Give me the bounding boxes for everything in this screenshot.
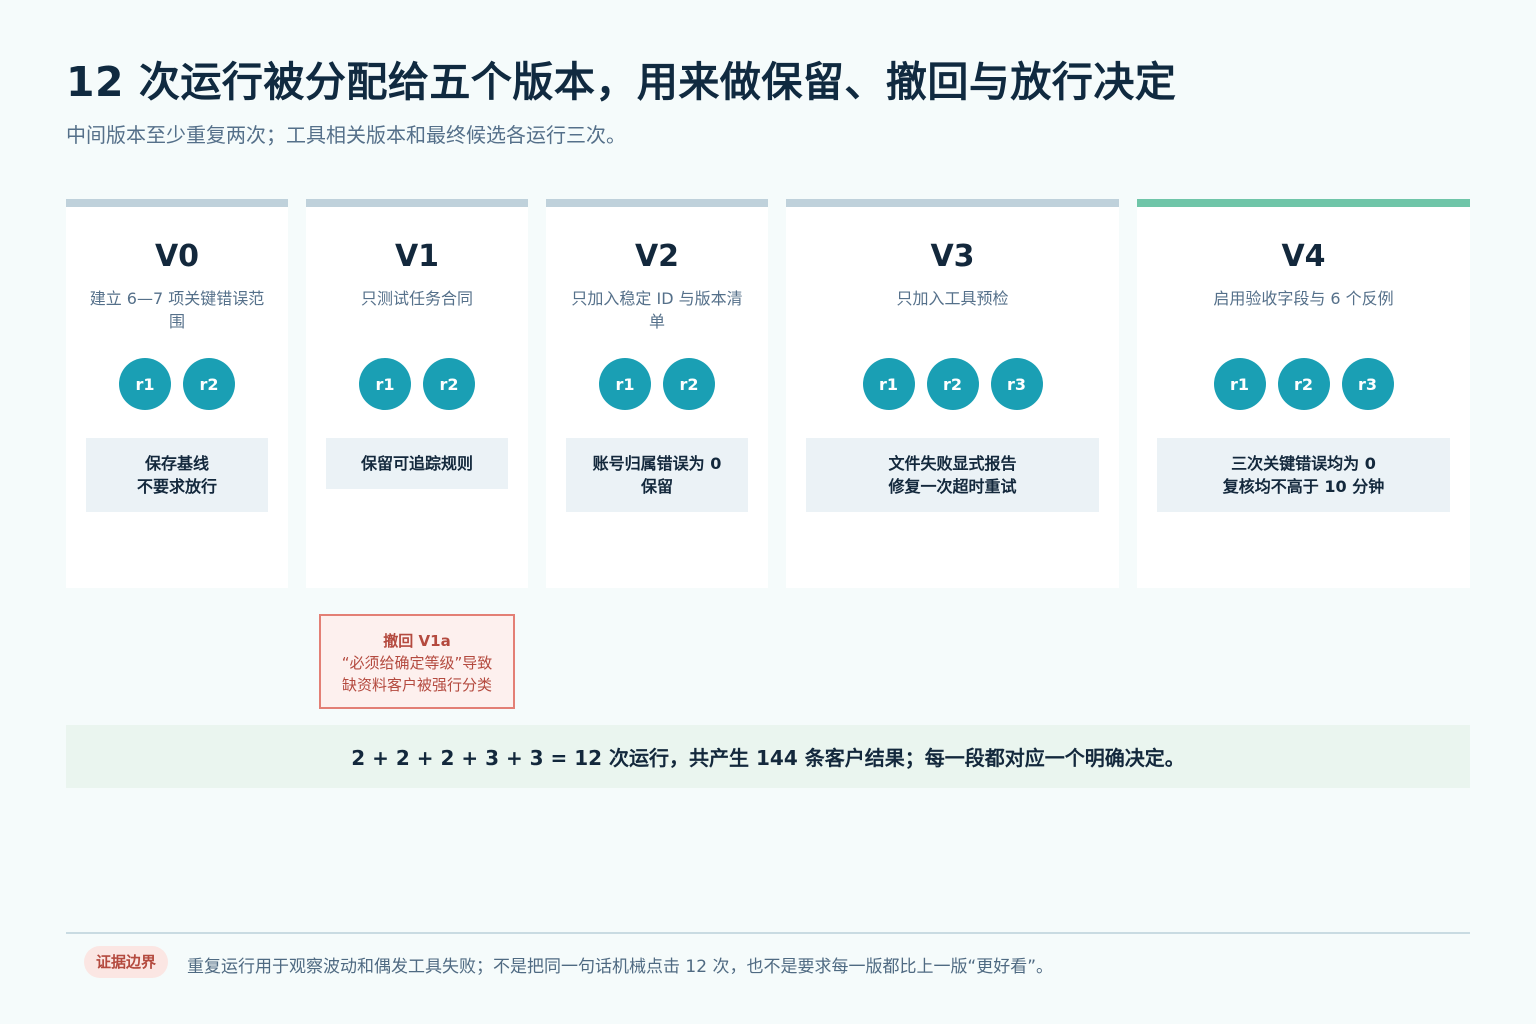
run-badge: r1 [599,358,651,410]
run-badge: r1 [1213,358,1266,410]
decision-line: 文件失败显式报告 [888,454,1017,473]
version-description: 只加入稳定 ID 与版本清单 [571,289,743,331]
version-card-v2: V2 只加入稳定 ID 与版本清单 r1 r2 账号归属错误为 0 保留 [546,199,768,588]
run-badge: r2 [926,358,979,410]
version-description: 只测试任务合同 [360,289,473,308]
version-card-v4: V4 启用验收字段与 6 个反例 r1 r2 r3 三次关键错误均为 0 复核均… [1137,199,1470,588]
version-name: V1 [394,239,440,274]
run-list: r1 r2 [546,358,768,410]
version-card-v0: V0 建立 6—7 项关键错误范围 r1 r2 保存基线 不要求放行 [66,199,288,588]
decision-line: 三次关键错误均为 0 [1231,454,1376,473]
footer-divider [66,932,1470,934]
run-list: r1 r2 r3 [786,358,1119,410]
run-badge: r2 [663,358,715,410]
run-badge: r1 [862,358,915,410]
decision-box: 文件失败显式报告 修复一次超时重试 [806,438,1099,512]
run-list: r1 r2 [66,358,288,410]
run-badge: r3 [1341,358,1394,410]
decision-line: 保留 [640,477,673,496]
run-badge: r1 [119,358,171,410]
run-badge: r2 [1277,358,1330,410]
run-list: r1 r2 r3 [1137,358,1470,410]
version-description: 只加入工具预检 [896,289,1009,308]
summary-text: 2 + 2 + 2 + 3 + 3 = 12 次运行，共产生 144 条客户结果… [351,746,1185,770]
version-name: V3 [930,239,975,274]
evidence-boundary-text: 重复运行用于观察波动和偶发工具失败；不是把同一句话机械点击 12 次，也不是要求… [187,957,1054,977]
decision-line: 账号归属错误为 0 [592,454,722,473]
version-card-v1: V1 只测试任务合同 r1 r2 保留可追踪规则 [306,199,528,588]
decision-box: 账号归属错误为 0 保留 [566,438,748,512]
version-name: V2 [634,239,680,274]
run-badge: r1 [359,358,411,410]
run-badge: r2 [183,358,235,410]
decision-line: 保存基线 [144,454,209,473]
page-title: 12 次运行被分配给五个版本，用来做保留、撤回与放行决定 [66,58,1177,106]
decision-box: 三次关键错误均为 0 复核均不高于 10 分钟 [1157,438,1450,512]
page-subtitle: 中间版本至少重复两次；工具相关版本和最终候选各运行三次。 [66,123,626,147]
decision-box: 保留可追踪规则 [326,438,508,489]
decision-line: 不要求放行 [136,477,217,496]
run-badge: r3 [990,358,1043,410]
version-card-v3: V3 只加入工具预检 r1 r2 r3 文件失败显式报告 修复一次超时重试 [786,199,1119,588]
rollback-note: 撤回 V1a “必须给确定等级”导致 缺资料客户被强行分类 [319,614,515,709]
decision-line: 复核均不高于 10 分钟 [1222,477,1385,496]
run-badge: r2 [423,358,475,410]
version-description: 启用验收字段与 6 个反例 [1213,289,1394,308]
decision-line: 修复一次超时重试 [888,477,1017,496]
version-name: V4 [1281,239,1326,274]
rollback-line: 缺资料客户被强行分类 [341,676,492,694]
version-name: V0 [154,239,200,274]
summary-bar: 2 + 2 + 2 + 3 + 3 = 12 次运行，共产生 144 条客户结果… [66,725,1470,788]
decision-line: 保留可追踪规则 [360,454,473,473]
decision-box: 保存基线 不要求放行 [86,438,268,512]
run-list: r1 r2 [306,358,528,410]
evidence-boundary-badge: 证据边界 [84,946,169,978]
rollback-line: “必须给确定等级”导致 [341,654,493,672]
rollback-title: 撤回 V1a [383,632,451,650]
version-description: 建立 6—7 项关键错误范围 [89,289,265,331]
